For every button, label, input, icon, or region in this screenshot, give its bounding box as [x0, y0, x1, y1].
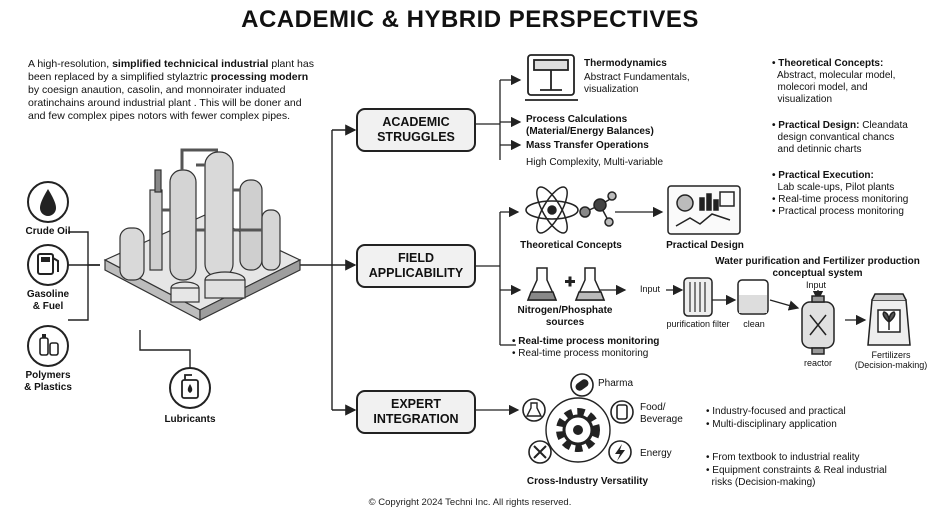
- practical-design-label: Practical Design: [666, 240, 744, 251]
- input-label-1: Input: [640, 284, 661, 294]
- gasoline-label: Gasoline & Fuel: [26, 289, 70, 312]
- input-label-2: Input: [806, 280, 827, 290]
- food-beverage-label: Food/ Beverage: [640, 402, 683, 425]
- hub-field-applicability: FIELD APPLICABILITY: [356, 244, 476, 288]
- realtime-monitoring-2: • Real-time process monitoring: [512, 348, 649, 359]
- field-connectors: [475, 206, 867, 346]
- reactor-icon: [801, 295, 835, 355]
- filter-label: purification filter: [666, 319, 730, 329]
- intro-bold-1: simplified technicical industrial: [112, 58, 269, 70]
- versatility-label: Cross-Industry Versatility: [526, 476, 649, 487]
- realtime-monitoring-1: • Real-time process monitoring: [512, 336, 660, 347]
- atom-icon: [525, 186, 579, 234]
- crude-oil-label: Crude Oil: [25, 226, 71, 237]
- industrial-plant-illustration: [103, 148, 302, 321]
- expert-bullet-2: • Multi-disciplinary application: [706, 419, 837, 430]
- intro-text-3: by coesign anaution, casolin, and monnoi…: [28, 84, 302, 122]
- mass-transfer: Mass Transfer Operations: [526, 140, 649, 151]
- hub-expert-integration: EXPERT INTEGRATION: [356, 390, 476, 434]
- energy-icon: [608, 440, 632, 464]
- intro-paragraph: A high-resolution, simplified technicica…: [28, 58, 318, 123]
- right-concept-1-desc: Abstract, molecular model, molecori mode…: [777, 70, 896, 105]
- right-concept-3-desc: Lab scale-ups, Pilot plants: [772, 182, 895, 193]
- intro-bold-2: processing modern: [210, 71, 309, 83]
- right-concept-2-desc: Cleandata design convantical chancs and …: [777, 120, 908, 155]
- dashboard-icon: [667, 185, 741, 235]
- lubricants-label: Lubricants: [164, 414, 216, 425]
- crude-oil-icon: [27, 181, 69, 223]
- page-title: ACADEMIC & HYBRID PERSPECTIVES: [241, 6, 699, 33]
- right-concept-3-title: • Practical Execution:: [772, 170, 874, 181]
- flask-icon-1: [526, 267, 558, 301]
- theoretical-concepts-label: Theoretical Concepts: [520, 240, 622, 251]
- thermodynamics-title: Thermodynamics: [584, 58, 667, 69]
- intro-text-2: plant has been replaced by a simplified …: [28, 58, 314, 83]
- fertilizer-bag-icon: [867, 293, 911, 346]
- flask-icon-2: [574, 267, 606, 301]
- hub-academic-struggles: ACADEMIC STRUGGLES: [356, 108, 476, 152]
- input-connectors: [68, 231, 191, 370]
- lubricants-icon: [169, 367, 211, 409]
- process-calculations: Process Calculations (Material/Energy Ba…: [526, 114, 654, 137]
- fertilizers-label: Fertilizers (Decision-making): [854, 350, 928, 370]
- pharma-label: Pharma: [598, 378, 634, 389]
- nitrogen-label: Nitrogen/Phosphate sources: [517, 305, 613, 328]
- clean-label: clean: [743, 319, 765, 329]
- water-system-title: Water purification and Fertilizer produc…: [715, 256, 920, 279]
- expert-bullet-1: • Industry-focused and practical: [706, 406, 846, 417]
- hub-connectors: [300, 124, 357, 416]
- right-column: • Theoretical Concepts: Abstract, molecu…: [772, 58, 937, 218]
- expert-bullet-4: • Equipment constraints & Real industria…: [706, 465, 887, 488]
- footer-copyright: © Copyright 2024 Techni Inc. All rights …: [368, 497, 572, 508]
- thermodynamics-desc: Abstract Fundamentals, visualization: [584, 72, 690, 95]
- polymers-label: Polymers & Plastics: [24, 370, 72, 393]
- polymers-icon: [27, 325, 69, 367]
- beaker-icon: [737, 279, 769, 315]
- expert-bullet-3: • From textbook to industrial reality: [706, 452, 860, 463]
- food-beverage-icon: [610, 400, 634, 424]
- gasoline-icon: [27, 244, 69, 286]
- energy-label: Energy: [640, 448, 672, 459]
- piston-icon: [525, 54, 578, 101]
- tools-icon: [528, 440, 552, 464]
- right-concept-3-bullet-2: • Practical process monitoring: [772, 206, 904, 217]
- intro-text-1: A high-resolution,: [28, 58, 110, 70]
- right-concept-1-title: • Theoretical Concepts:: [772, 58, 884, 69]
- right-concept-3-bullet-1: • Real-time process monitoring: [772, 194, 909, 205]
- reactor-label: reactor: [803, 358, 832, 368]
- academic-connectors: [475, 74, 522, 160]
- gear-icon: [545, 397, 611, 463]
- filter-icon: [683, 277, 713, 317]
- molecule-icon: [579, 191, 617, 227]
- complexity-note: High Complexity, Multi-variable: [526, 157, 664, 168]
- plus-icon: [565, 276, 575, 287]
- right-concept-2-title: • Practical Design:: [772, 120, 860, 131]
- pharma-icon: [570, 373, 594, 397]
- flask-small-icon: [522, 398, 546, 422]
